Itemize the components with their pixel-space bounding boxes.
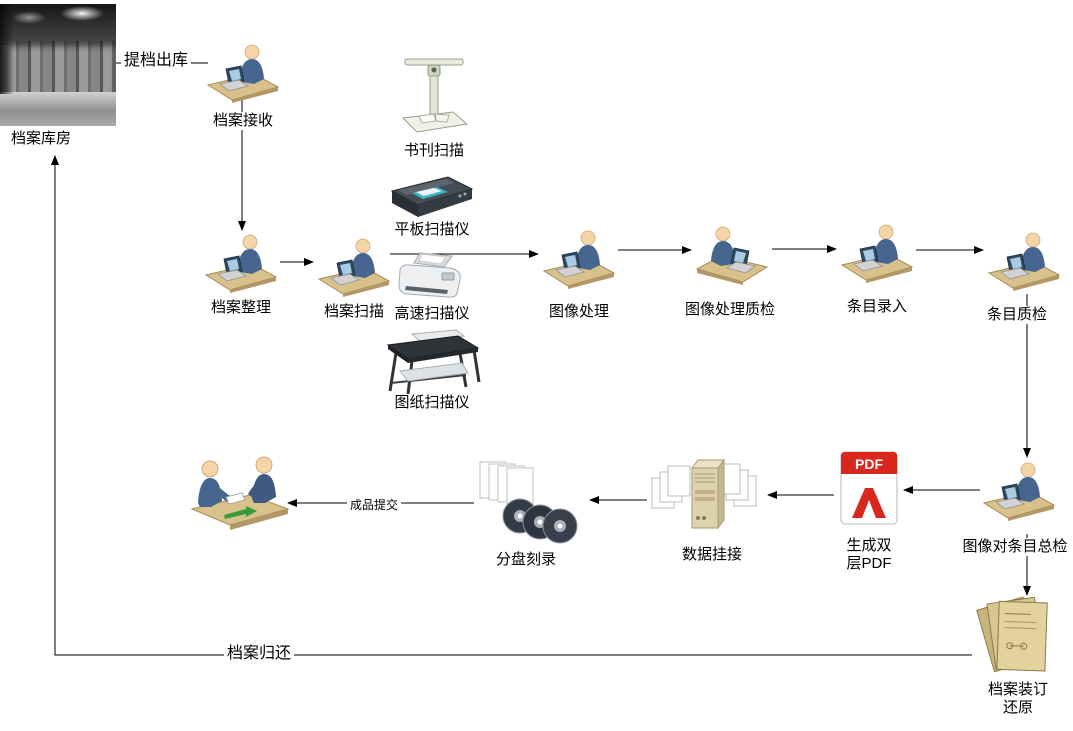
photo-wall: [0, 4, 14, 95]
label-pdf-generate: 生成双 层PDF: [836, 537, 902, 573]
pdf-icon: PDF: [840, 451, 898, 525]
label-binding-restore: 档案装订 还原: [975, 681, 1061, 717]
binding-restore-icon: [976, 596, 1048, 673]
label-drawing-scanner: 图纸扫描仪: [390, 394, 474, 412]
label-flatbed-scanner: 平板扫描仪: [390, 221, 474, 239]
highspeed-scanner-icon: [398, 252, 461, 298]
book-scanner-icon: [401, 58, 469, 133]
disc-burn-icon: [479, 461, 578, 544]
edge-return-line: [51, 155, 972, 656]
operator-overall-check-icon: [981, 460, 1057, 522]
operator-image-processing-icon: [541, 228, 617, 290]
label-submit: 成品提交: [347, 496, 402, 513]
photo-cabinets: [6, 40, 116, 95]
flatbed-scanner-icon: [390, 176, 474, 217]
label-highspeed-scanner: 高速扫描仪: [390, 305, 474, 323]
label-data-link: 数据挂接: [674, 546, 750, 564]
drawing-scanner-icon: [386, 329, 481, 395]
label-return: 档案归还: [224, 639, 295, 663]
photo-light-2: [11, 11, 47, 24]
operator-entry-input-icon: [839, 222, 915, 284]
operator-sort-icon: [203, 232, 279, 294]
archive-room-photo: [0, 4, 116, 126]
label-entry-input: 条目录入: [843, 298, 911, 316]
label-overall-check: 图像对条目总检: [957, 538, 1073, 556]
label-image-qc: 图像处理质检: [680, 301, 780, 319]
delivery-handover-icon: [190, 447, 290, 539]
label-image-processing: 图像处理: [541, 303, 617, 321]
label-disc-burn: 分盘刻录: [488, 551, 564, 569]
label-scan: 档案扫描: [317, 303, 391, 321]
photo-light: [60, 6, 105, 22]
operator-entry-qc-icon: [986, 230, 1062, 292]
label-receive: 档案接收: [203, 112, 283, 130]
label-warehouse: 档案库房: [11, 130, 72, 147]
operator-image-qc-icon: [694, 224, 770, 286]
photo-floor: [0, 91, 116, 126]
label-retrieve: 提档出库: [121, 46, 192, 70]
data-link-icon: [651, 458, 757, 530]
operator-scan-icon: [316, 236, 392, 298]
label-book-scanner: 书刊扫描: [395, 142, 473, 160]
pdf-icon-text: PDF: [855, 456, 883, 472]
label-entry-qc: 条目质检: [983, 306, 1051, 324]
operator-receive-icon: [205, 42, 281, 104]
label-sort: 档案整理: [201, 299, 281, 317]
